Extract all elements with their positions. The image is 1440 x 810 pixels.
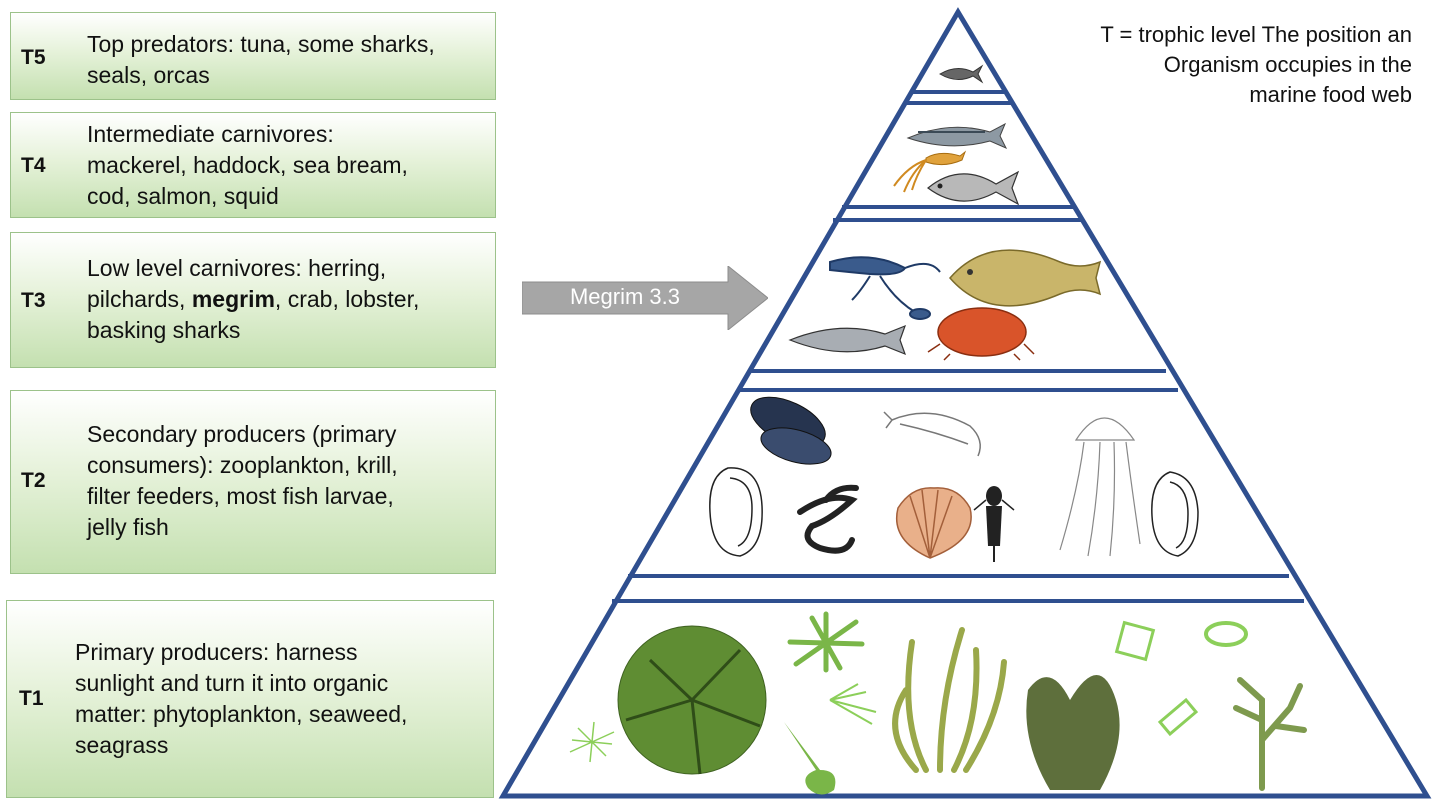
level-code: T5 (21, 46, 46, 69)
pyramid-outline (498, 7, 1432, 799)
flatfish-icon (949, 249, 1102, 307)
desc-line: seals, orcas (87, 62, 210, 88)
desc-line: Top predators: tuna, some sharks, (87, 31, 435, 57)
level-box-t1: T1 Primary producers: harness sunlight a… (6, 600, 494, 798)
desc-line: mackerel, haddock, sea bream, (87, 152, 408, 178)
desc-line: sunlight and turn it into organic (75, 670, 389, 696)
crab-icon (927, 307, 1035, 361)
scallop-icon (896, 487, 972, 559)
megrim-label: Megrim 3.3 (569, 284, 681, 309)
desc-line: filter feeders, most fish larvae, (87, 483, 394, 509)
flask-plankton-icon (784, 722, 836, 795)
megrim-highlight: megrim (191, 286, 275, 312)
level-description: Primary producers: harness sunlight and … (75, 637, 407, 761)
sea-bream-icon (927, 170, 1020, 206)
level-code: T1 (19, 687, 44, 710)
worm-icon (797, 484, 859, 554)
desc-line: seagrass (75, 732, 169, 758)
desc-line: Low level carnivores: herring, (87, 255, 387, 281)
tuna-icon (939, 64, 984, 84)
lobster-icon (829, 256, 941, 320)
seaweed-round-icon (617, 625, 767, 775)
desc-line: jelly fish (87, 514, 169, 540)
kelp-icon (892, 627, 1007, 773)
level-box-t2: T2 Secondary producers (primary consumer… (10, 390, 496, 574)
pyramid-dividers (612, 90, 1304, 603)
level-box-t5: T5 Top predators: tuna, some sharks, sea… (10, 12, 496, 100)
phytoplankton-star-icon (787, 611, 865, 673)
level-box-t3: T3 Low level carnivores: herring, pilcha… (10, 232, 496, 368)
level-code: T3 (21, 289, 46, 312)
caption-line: Organism occupies in the (1163, 52, 1412, 77)
mackerel-icon (906, 122, 1008, 150)
caption-line: T = trophic level The position an (1100, 22, 1412, 47)
oyster-icon-2 (1151, 471, 1199, 557)
diatom-disc-icon (1204, 621, 1248, 647)
squid-icon (893, 150, 967, 193)
jellyfish-icon (1059, 417, 1141, 557)
caption: T = trophic level The position an Organi… (1032, 20, 1412, 110)
fish-larva-icon (973, 486, 1015, 562)
desc-line: basking sharks (87, 317, 241, 343)
desc-line: consumers): zooplankton, krill, (87, 452, 398, 478)
level-description: Low level carnivores: herring, pilchards… (87, 253, 419, 346)
desc-line: Secondary producers (primary (87, 421, 397, 447)
level-description: Secondary producers (primary consumers):… (87, 419, 398, 543)
diatom-square-icon (1114, 620, 1156, 662)
megrim-arrow (522, 266, 768, 330)
caption-line: marine food web (1249, 82, 1412, 107)
oyster-icon (709, 467, 763, 557)
level-code: T2 (21, 469, 46, 492)
level-description: Top predators: tuna, some sharks, seals,… (87, 29, 435, 91)
seagrass-icon (1026, 675, 1120, 790)
desc-line: Intermediate carnivores: (87, 121, 334, 147)
herring-icon (788, 324, 907, 356)
diatom-small-icon (569, 721, 615, 763)
desc-text: , crab, lobster, (274, 286, 420, 312)
desc-line: Primary producers: harness (75, 639, 358, 665)
level-box-t4: T4 Intermediate carnivores: mackerel, ha… (10, 112, 496, 218)
krill-icon (883, 411, 981, 457)
level-description: Intermediate carnivores: mackerel, haddo… (87, 119, 408, 212)
diatom-tuft-icon (829, 683, 877, 725)
branching-seaweed-icon (1233, 677, 1307, 791)
desc-line: matter: phytoplankton, seaweed, (75, 701, 408, 727)
level-code: T4 (21, 154, 46, 177)
mussel-icon (750, 396, 832, 465)
desc-line: cod, salmon, squid (87, 183, 279, 209)
diatom-link-icon (1157, 697, 1199, 737)
desc-text: pilchards, (87, 286, 192, 312)
desc-line: pilchards, megrim, crab, lobster, (87, 284, 419, 315)
